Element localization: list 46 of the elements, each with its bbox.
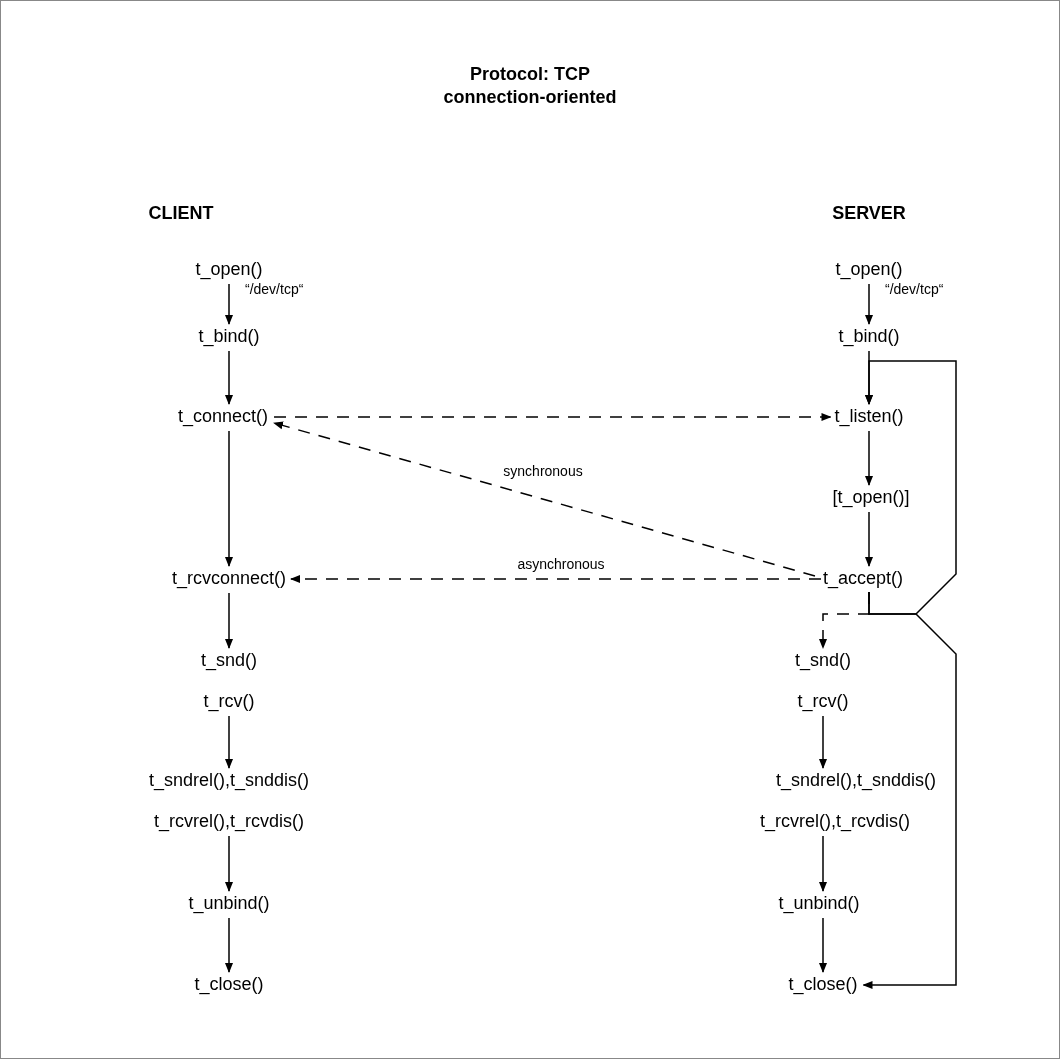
arrow xyxy=(225,350,233,405)
arrow xyxy=(865,430,873,486)
function-call-label: t_close() xyxy=(193,973,265,995)
edge-label: “/dev/tcp“ xyxy=(244,281,305,297)
arrow xyxy=(225,917,233,973)
function-call-label: t_rcv() xyxy=(202,690,256,712)
arrow xyxy=(819,715,827,769)
function-call-label: t_bind() xyxy=(837,325,901,347)
function-call-label: t_sndrel(),t_snddis() xyxy=(147,769,311,791)
function-call-label: t_open() xyxy=(194,258,264,280)
function-call-label: t_unbind() xyxy=(187,892,271,914)
function-call-label: t_sndrel(),t_snddis() xyxy=(774,769,938,791)
function-call-label: t_rcvrel(),t_rcvdis() xyxy=(153,810,305,832)
arrow xyxy=(225,592,233,649)
arrow xyxy=(225,835,233,892)
arrow xyxy=(819,917,827,973)
diagram-title: Protocol: TCP connection-oriented xyxy=(442,63,618,109)
column-heading: SERVER xyxy=(832,202,906,224)
arrow xyxy=(225,715,233,769)
function-call-label: [t_open()] xyxy=(831,486,911,508)
function-call-label: t_snd() xyxy=(794,649,852,671)
arrow xyxy=(865,283,873,325)
arrow xyxy=(865,511,873,567)
arrow xyxy=(865,360,957,615)
function-call-label: t_rcv() xyxy=(796,690,850,712)
function-call-label: t_rcvrel(),t_rcvdis() xyxy=(759,810,911,832)
function-call-label: t_snd() xyxy=(200,649,258,671)
arrow xyxy=(862,591,957,989)
dashed-arrow xyxy=(273,413,832,421)
function-call-label: t_rcvconnect() xyxy=(171,567,287,589)
function-call-label: t_connect() xyxy=(177,405,269,427)
dashed-arrow xyxy=(273,421,816,577)
arrow xyxy=(225,283,233,325)
column-heading: CLIENT xyxy=(148,202,214,224)
edge-label: “/dev/tcp“ xyxy=(884,281,945,297)
edge-label: asynchronous xyxy=(516,556,606,572)
dashed-arrow xyxy=(290,575,822,583)
edge-label: synchronous xyxy=(502,463,584,479)
function-call-label: t_accept() xyxy=(822,567,904,589)
arrow xyxy=(819,835,827,892)
function-call-label: t_open() xyxy=(834,258,904,280)
function-call-label: t_listen() xyxy=(833,405,905,427)
function-call-label: t_close() xyxy=(787,973,859,995)
function-call-label: t_bind() xyxy=(197,325,261,347)
arrow xyxy=(225,430,233,567)
function-call-label: t_unbind() xyxy=(777,892,861,914)
